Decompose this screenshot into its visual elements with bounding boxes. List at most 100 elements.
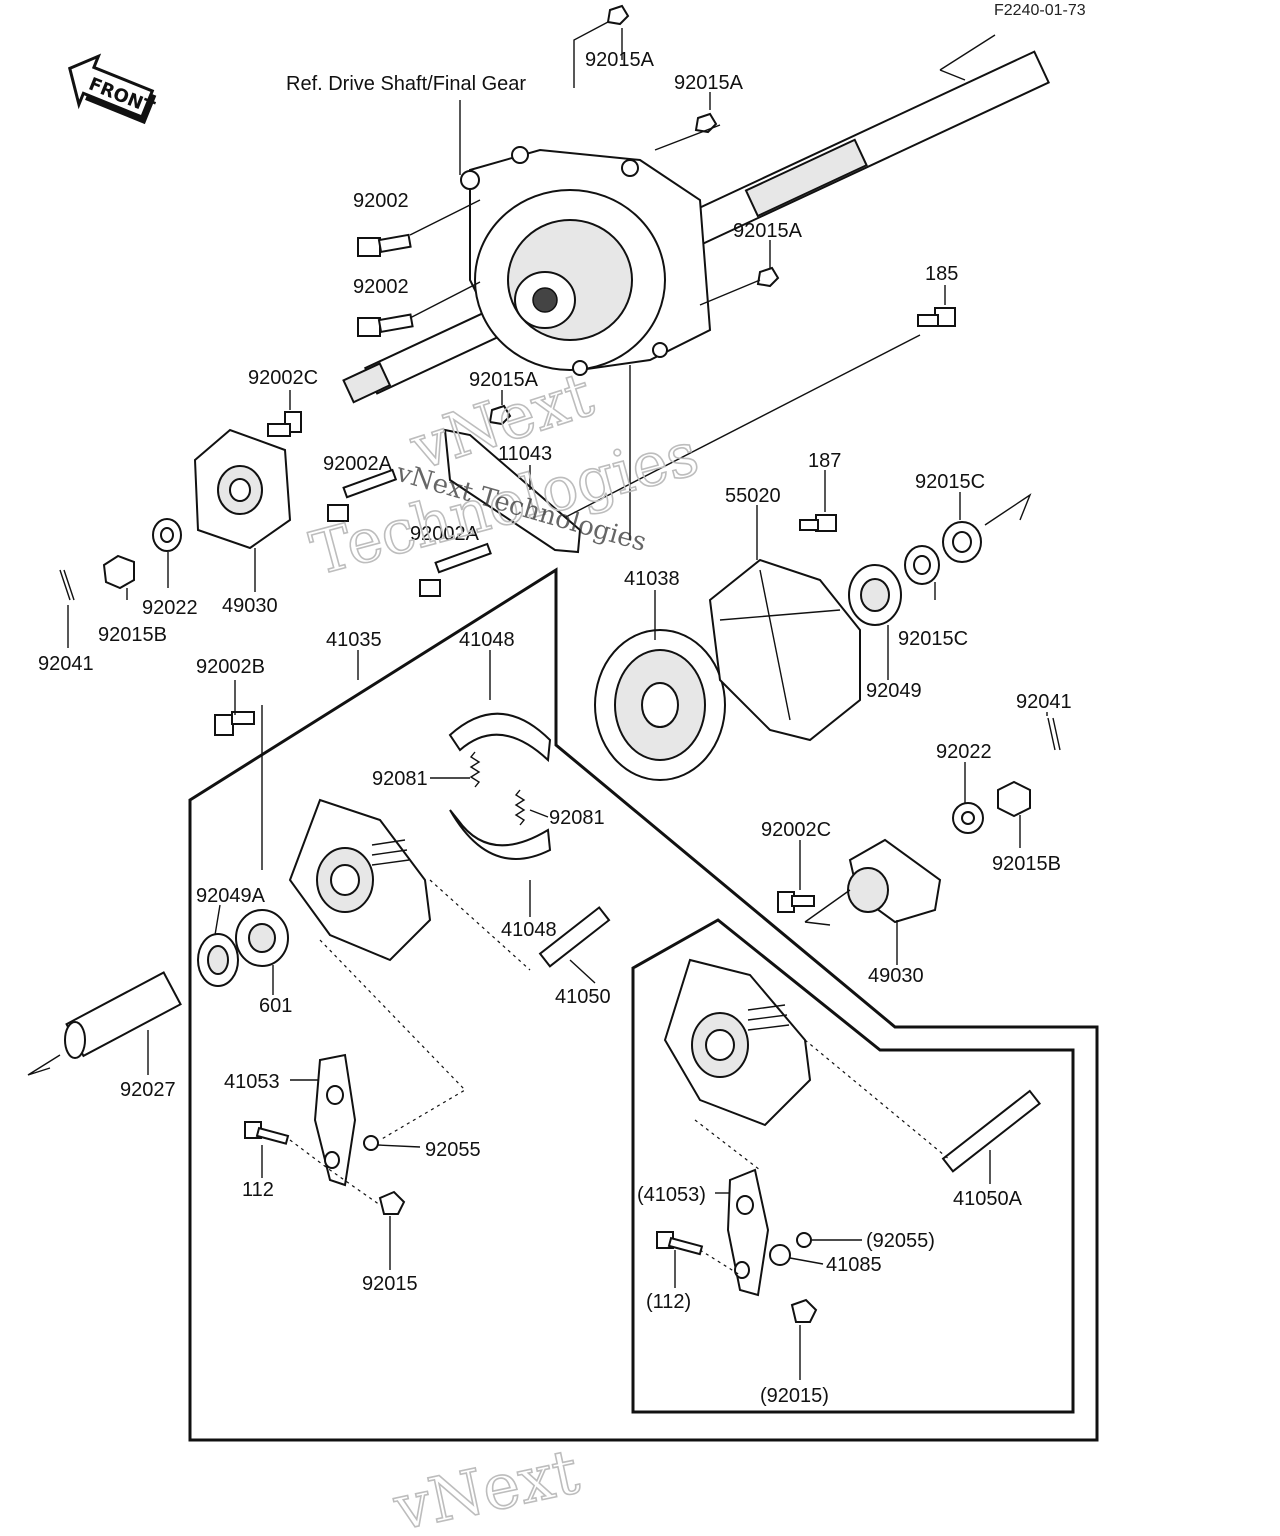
oring-92055-inset (796, 1232, 812, 1248)
brake-panel (288, 798, 432, 962)
label-92041-1: 92041 (38, 653, 94, 675)
cam-shaft-41050A (941, 1089, 1042, 1173)
castle-nut-92015B-left (102, 554, 135, 590)
label-92041-2: 92041 (1016, 691, 1072, 713)
label-601: 601 (259, 995, 292, 1017)
nut-92015A-lower (488, 404, 512, 426)
label-92015A-1: 92015A (585, 49, 655, 71)
label-112: 112 (242, 1179, 274, 1201)
label-92002C-2: 92002C (761, 819, 831, 841)
label-41053-paren: (41053) (637, 1184, 706, 1206)
label-11043: 11043 (498, 443, 552, 465)
nut-92015A-mid (694, 112, 718, 134)
label-92002C-1: 92002C (248, 367, 318, 389)
label-92015C-1: 92015C (915, 471, 985, 493)
spring-92081-left (469, 751, 481, 788)
front-arrow: FRONT (67, 53, 158, 125)
flange-49030-right (847, 838, 942, 924)
bolt-112-inset (656, 1231, 704, 1256)
label-41053: 41053 (224, 1071, 280, 1093)
bolt-187 (799, 514, 837, 532)
bolt-92002-top (357, 233, 412, 257)
label-92015A-2: 92015A (674, 72, 744, 94)
cam-shaft-41050 (538, 906, 611, 968)
label-92015: 92015 (362, 1273, 418, 1295)
label-41038: 41038 (624, 568, 680, 590)
washer-92022-left (152, 518, 182, 552)
label-92081-2: 92081 (549, 807, 605, 829)
axle-shaft (342, 34, 1051, 404)
plate-41085 (769, 1244, 791, 1266)
nut-92015A-top (606, 4, 630, 26)
bolt-92002A-lower (419, 542, 492, 597)
label-92049A: 92049A (196, 885, 266, 907)
collar-92027 (64, 971, 182, 1059)
spring-92081-right (514, 789, 526, 826)
final-gear-case (460, 146, 712, 376)
nut-92015 (378, 1190, 406, 1215)
label-49030-2: 49030 (868, 965, 924, 987)
washer-92022-right (952, 802, 984, 834)
label-92055-paren: (92055) (866, 1230, 935, 1252)
nut-92015C-1 (904, 545, 940, 585)
oring-92055 (363, 1135, 379, 1151)
bolt-92002C-right (777, 891, 815, 913)
bolt-92002B (214, 711, 255, 736)
label-92002-2: 92002 (353, 276, 409, 298)
flange-49030-left (193, 428, 292, 550)
nut-92015-inset (790, 1298, 818, 1323)
label-92022-2: 92022 (936, 741, 992, 763)
cotter-pin-92041-left (59, 569, 75, 601)
label-92049: 92049 (866, 680, 922, 702)
frame-inset (631, 918, 1075, 1414)
leader-lines (67, 28, 1048, 1380)
label-187: 187 (808, 450, 841, 472)
label-49030-1: 49030 (222, 595, 278, 617)
label-55020: 55020 (725, 485, 781, 507)
lever-41053 (313, 1053, 357, 1187)
diagram-code: F2240-01-73 (994, 2, 1086, 19)
watermark-vnext-2: vNext (387, 1435, 585, 1536)
label-41050A: 41050A (953, 1188, 1023, 1210)
label-185: 185 (925, 263, 958, 285)
bolt-112 (244, 1121, 290, 1145)
label-41035: 41035 (326, 629, 382, 651)
label-92055: 92055 (425, 1139, 481, 1161)
bolt-92002C-left (267, 411, 302, 437)
label-92015-paren: (92015) (760, 1385, 829, 1407)
bolt-185 (917, 307, 956, 327)
brake-drum-41038 (594, 629, 726, 781)
label-92022-1: 92022 (142, 597, 198, 619)
label-41050: 41050 (555, 986, 611, 1008)
label-92015B-1: 92015B (98, 624, 167, 646)
seal-92049A (197, 933, 239, 987)
frame-41035 (188, 567, 1099, 1442)
nut-92015C-2 (942, 521, 982, 563)
label-92015B-2: 92015B (992, 853, 1061, 875)
cotter-pin-92041-right (1047, 717, 1061, 751)
seal-92049 (848, 564, 902, 626)
label-41048-1: 41048 (459, 629, 515, 651)
brake-cover-55020 (708, 558, 861, 742)
bracket-11043 (443, 428, 582, 554)
label-92027: 92027 (120, 1079, 176, 1101)
label-112-paren: (112) (646, 1291, 691, 1313)
brake-shoe-41048-upper (448, 712, 552, 763)
bearing-601 (235, 909, 289, 967)
brake-panel-inset (663, 958, 812, 1127)
castle-nut-92015B-right (997, 780, 1031, 818)
lever-41053-inset (726, 1168, 770, 1297)
label-41085: 41085 (826, 1254, 882, 1276)
label-92015A-4: 92015A (469, 369, 539, 391)
bolt-92002-bottom (357, 313, 414, 337)
label-92015C-2: 92015C (898, 628, 968, 650)
brake-shoe-41048-lower (449, 809, 552, 860)
part-labels: 92015A 92015A 92015A 92015A 92002 92002 … (38, 49, 1072, 1407)
label-92002A-2: 92002A (410, 523, 480, 545)
label-92002-1: 92002 (353, 190, 409, 212)
bolt-92002A-upper (327, 468, 398, 522)
nut-92015A-right (756, 266, 780, 288)
ref-drive-shaft-label: Ref. Drive Shaft/Final Gear (286, 73, 526, 95)
label-92002A-1: 92002A (323, 453, 393, 475)
